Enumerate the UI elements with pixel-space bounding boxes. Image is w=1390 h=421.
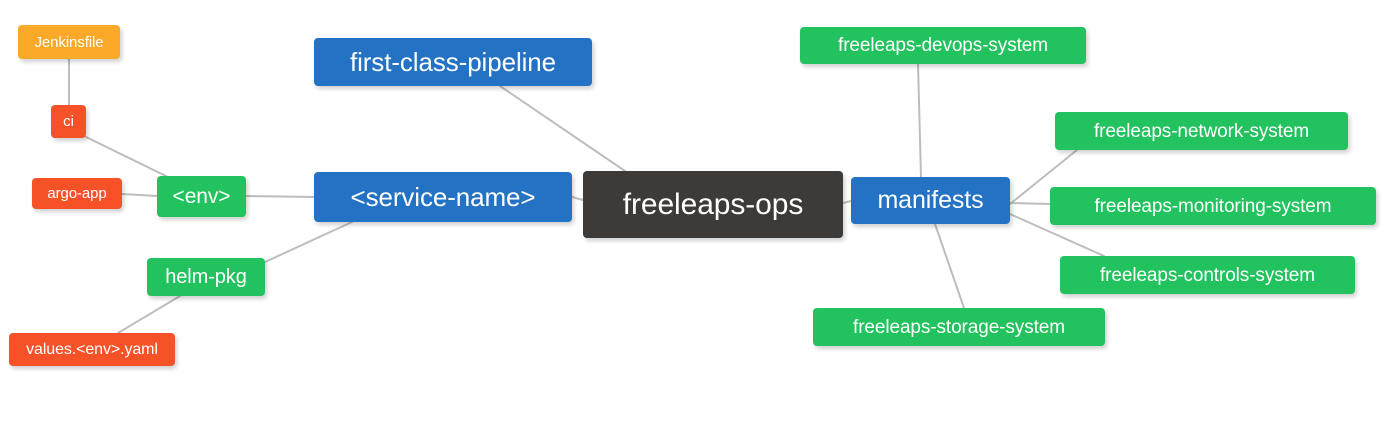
node-storage-system[interactable]: freeleaps-storage-system: [813, 308, 1105, 346]
node-helm-pkg[interactable]: helm-pkg: [147, 258, 265, 296]
node-label-jenkinsfile: Jenkinsfile: [34, 33, 104, 51]
node-network-system[interactable]: freeleaps-network-system: [1055, 112, 1348, 150]
edge-helmpkg-servicename: [264, 221, 353, 263]
edge-manifests-devops: [917, 63, 922, 178]
edge-manifests-storage: [934, 223, 965, 309]
node-first-class-pipeline[interactable]: first-class-pipeline: [314, 38, 592, 86]
node-devops-system[interactable]: freeleaps-devops-system: [800, 27, 1086, 64]
node-label-env: <env>: [172, 185, 231, 208]
node-label-service-name: <service-name>: [350, 182, 536, 212]
node-label-ci: ci: [63, 113, 74, 130]
node-controls-system[interactable]: freeleaps-controls-system: [1060, 256, 1355, 294]
edge-pipeline-ops: [499, 85, 626, 172]
node-label-freeleaps-ops: freeleaps-ops: [622, 187, 804, 221]
node-label-argo-app: argo-app: [47, 185, 107, 202]
edge-manifests-monitoring: [1009, 202, 1051, 205]
node-label-helm-pkg: helm-pkg: [165, 266, 247, 288]
edge-ops-manifests: [842, 200, 852, 204]
node-label-network-system: freeleaps-network-system: [1093, 120, 1310, 142]
node-ci[interactable]: ci: [51, 105, 86, 138]
node-manifests[interactable]: manifests: [851, 177, 1010, 224]
node-values-yaml[interactable]: values.<env>.yaml: [9, 333, 175, 366]
node-service-name[interactable]: <service-name>: [314, 172, 572, 222]
node-label-controls-system: freeleaps-controls-system: [1099, 264, 1316, 286]
node-argo-app[interactable]: argo-app: [32, 178, 122, 209]
node-label-manifests: manifests: [877, 186, 984, 214]
edge-env-servicename: [245, 195, 315, 198]
edge-ci-env: [85, 136, 169, 178]
node-label-values-yaml: values.<env>.yaml: [26, 340, 158, 358]
node-jenkinsfile[interactable]: Jenkinsfile: [18, 25, 120, 59]
node-freeleaps-ops[interactable]: freeleaps-ops: [583, 171, 843, 238]
edge-argoapp-env: [121, 193, 158, 197]
node-label-devops-system: freeleaps-devops-system: [838, 35, 1048, 56]
node-env[interactable]: <env>: [157, 176, 246, 217]
node-label-storage-system: freeleaps-storage-system: [853, 316, 1065, 338]
node-label-monitoring-system: freeleaps-monitoring-system: [1094, 195, 1332, 217]
node-monitoring-system[interactable]: freeleaps-monitoring-system: [1050, 187, 1376, 225]
edge-valuesyaml-helmpkg: [117, 295, 181, 334]
node-label-first-class-pipeline: first-class-pipeline: [349, 47, 557, 77]
edge-servicename-ops: [571, 196, 584, 201]
